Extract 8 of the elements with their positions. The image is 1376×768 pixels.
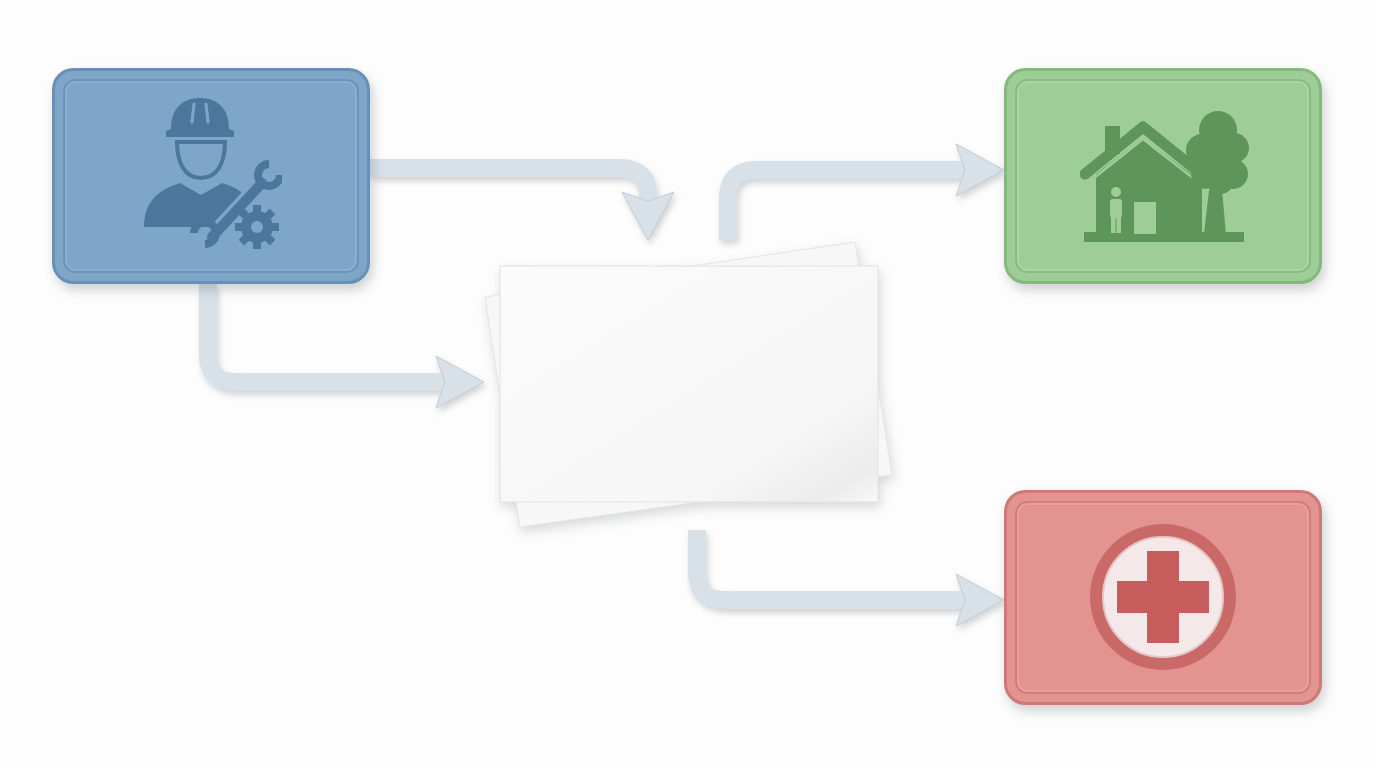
arrow — [719, 143, 1005, 240]
paper-stack — [484, 240, 894, 530]
arrow — [688, 530, 1005, 627]
arrow — [199, 284, 485, 409]
arrow — [370, 159, 675, 241]
home-card — [1004, 68, 1322, 284]
medical-card — [1004, 490, 1322, 705]
service-card — [52, 68, 370, 284]
